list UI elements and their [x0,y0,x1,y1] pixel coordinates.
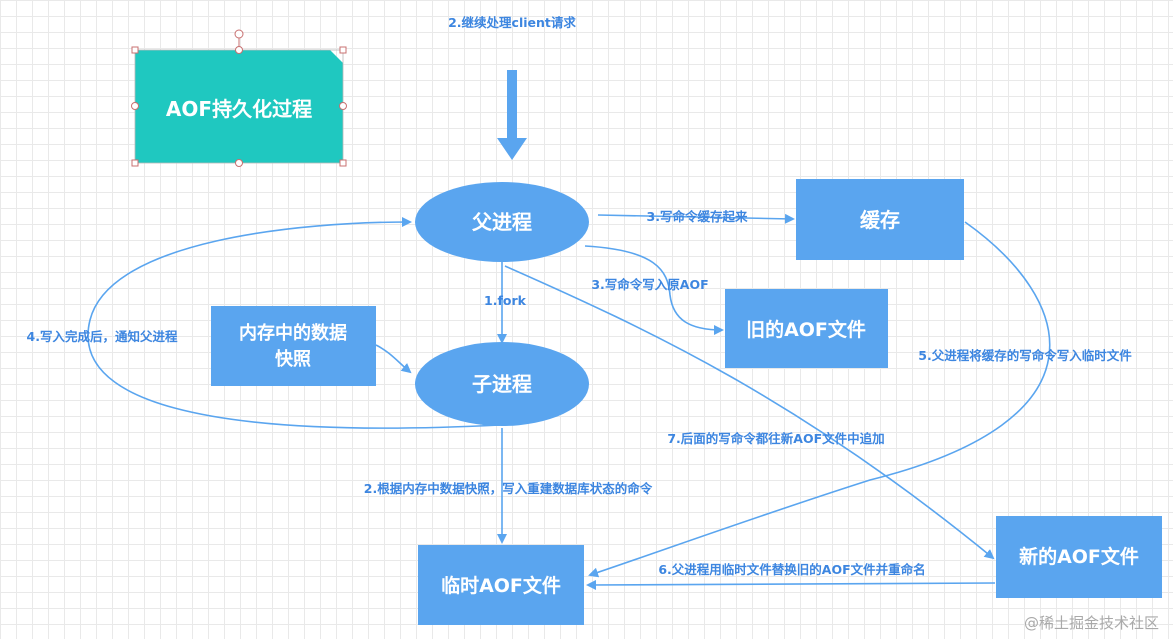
snapshot-node[interactable]: 内存中的数据 快照 [211,306,376,386]
resize-handles[interactable] [131,46,347,167]
old-aof-label: 旧的AOF文件 [746,318,866,341]
handle-top-mid[interactable] [235,46,243,54]
handle-right-mid[interactable] [339,102,347,110]
temp-aof-label: 临时AOF文件 [441,574,561,597]
edge-replace [586,579,996,590]
new-aof-shape [996,516,1162,598]
parent-process-shape [415,182,589,262]
old-aof-shape [725,289,888,368]
handle-top-right[interactable] [339,46,347,54]
title-node[interactable]: AOF持久化过程 [131,29,347,167]
edge-parent-to-cache [597,213,795,224]
edge-snapshot-to-child [375,344,412,374]
temp-aof-shape [418,545,584,625]
handle-top-left[interactable] [131,46,139,54]
label-client: 2.继续处理client请求 [448,15,576,30]
edge-append-new [504,265,995,560]
handle-bottom-mid[interactable] [235,159,243,167]
edges [87,70,1051,590]
title-label: AOF持久化过程 [166,97,312,121]
label-fork: 1.fork [484,293,527,308]
child-process-node[interactable]: 子进程 [415,342,589,426]
cache-node[interactable]: 缓存 [796,179,964,260]
child-process-label: 子进程 [472,372,532,396]
parent-process-node[interactable]: 父进程 [415,182,589,262]
edge-notify [87,217,501,429]
handle-bottom-left[interactable] [131,159,139,167]
snapshot-shape [211,306,376,386]
new-aof-label: 新的AOF文件 [1019,545,1139,568]
new-aof-node[interactable]: 新的AOF文件 [996,516,1162,598]
label-cache-to-temp: 5.父进程将缓存的写命令写入临时文件 [918,348,1132,363]
parent-process-label: 父进程 [471,210,532,234]
rotate-handle[interactable] [234,29,244,39]
watermark: @稀土掘金技术社区 [1023,614,1159,632]
label-write-cache: 3.写命令缓存起来 [647,209,748,224]
client-arrow [497,70,527,160]
snapshot-label-line1: 内存中的数据 [239,322,347,344]
cache-label: 缓存 [860,208,900,232]
label-write-temp: 2.根据内存中数据快照，写入重建数据库状态的命令 [364,481,653,496]
cache-shape [796,179,964,260]
label-append-new: 7.后面的写命令都往新AOF文件中追加 [667,431,884,446]
child-process-shape [415,342,589,426]
title-node-shape [135,50,343,163]
edge-cache-to-temp [588,221,1051,578]
snapshot-label-line2: 快照 [275,348,311,370]
handle-left-mid[interactable] [131,102,139,110]
temp-aof-node[interactable]: 临时AOF文件 [418,545,584,625]
edge-labels: 2.继续处理client请求 3.写命令缓存起来 3.写命令写入原AOF 1.f… [27,15,1133,577]
label-write-old: 3.写命令写入原AOF [591,277,708,292]
label-replace: 6.父进程用临时文件替换旧的AOF文件并重命名 [658,562,925,577]
label-notify: 4.写入完成后，通知父进程 [27,329,178,344]
edge-parent-to-old-aof [584,245,724,335]
old-aof-node[interactable]: 旧的AOF文件 [725,289,888,368]
handle-bottom-right[interactable] [339,159,347,167]
